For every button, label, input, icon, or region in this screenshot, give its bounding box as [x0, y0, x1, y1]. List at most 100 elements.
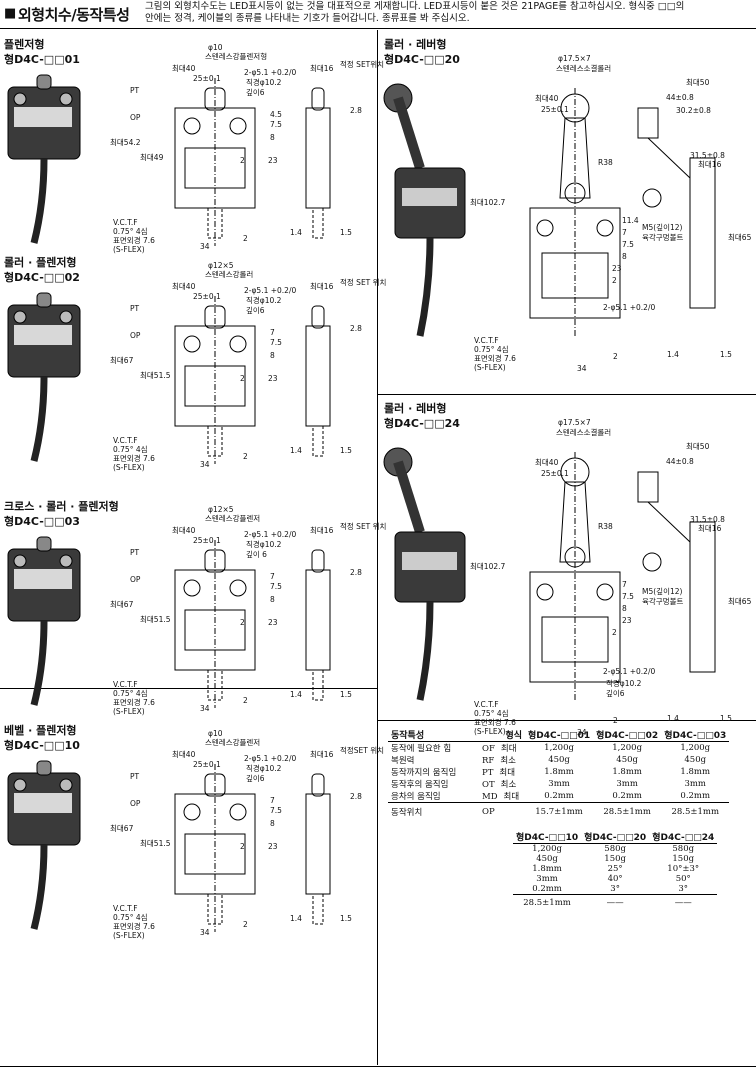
column-divider	[377, 30, 378, 1065]
side-view-drawing	[300, 276, 340, 466]
spec-model: 형D4C-□□03	[661, 728, 730, 742]
dim-d5: 23	[612, 264, 622, 273]
spec-value: 3mm	[548, 779, 570, 789]
switch-photo	[380, 78, 475, 338]
spec-row-label: 동작에 필요한 힘	[391, 744, 452, 754]
spec-code: OT	[482, 780, 495, 790]
spec-value: 28.5±1mm	[661, 802, 730, 818]
side-view-drawing	[630, 452, 730, 702]
dim-hole: 2-φ5.1 +0.2/0	[603, 303, 656, 312]
dim-bottom: 34	[577, 364, 587, 373]
dim-cable: V.C.T.F	[113, 680, 138, 689]
dim-roller-desc: 스텐레스강플렌저	[205, 514, 261, 523]
dim-d5: 2	[612, 628, 617, 637]
dim-d2: 7.5	[270, 338, 282, 347]
dim-pitch: 25±0.1	[193, 292, 221, 301]
dim-hole2: 직경φ10.2	[606, 679, 642, 688]
section-model: 형D4C-□□20	[384, 53, 460, 66]
section-name: 롤러 · 플렌저형	[4, 256, 77, 269]
dim-m5b: 육각구멍볼트	[642, 597, 684, 606]
dim-roller: φ12×5	[208, 505, 234, 514]
dim-width: 최대40	[535, 94, 559, 103]
spec-model: 형D4C-□□01	[525, 728, 594, 742]
spec-value: 3°	[678, 884, 689, 894]
dim-d5: 2	[240, 842, 245, 851]
dim-pitch: 25±0.1	[541, 105, 569, 114]
dim-hole: 2-φ5.1 +0.2/0	[244, 530, 297, 539]
dim-d2: 7.5	[622, 592, 634, 601]
spec-value: 580g	[604, 844, 626, 854]
spec-value: 28.5±1mm	[513, 894, 582, 908]
dim-side: 최대16	[698, 160, 722, 169]
section-model: 형D4C-□□10	[4, 739, 80, 752]
spec-value: 1,200g	[612, 743, 643, 753]
dim-b3: 2	[243, 452, 248, 461]
right-section-rule	[377, 394, 756, 395]
dim-width: 최대40	[172, 64, 196, 73]
footer-rule	[0, 1066, 756, 1067]
dim-b2: 1.5	[720, 350, 732, 359]
dim-d4: 23	[268, 618, 278, 627]
dim-b2: 1.5	[340, 446, 352, 455]
dim-cable4: (S-FLEX)	[113, 463, 145, 472]
switch-photo	[4, 759, 84, 934]
spec-limit: 최대	[499, 768, 516, 778]
spec-value: 450g	[536, 854, 558, 864]
dim-b3: 2	[243, 920, 248, 929]
header-note-line2: 안에는 정격, 케이블의 종류를 나타내는 기호가 들어갑니다. 종류표를 봐 …	[145, 13, 470, 24]
dim-depth: 깊이6	[246, 88, 265, 97]
dim-hole: 2-φ5.1 +0.2/0	[603, 667, 656, 676]
spec-value: 0.2mm	[544, 791, 574, 801]
section-model: 형D4C-□□03	[4, 515, 80, 528]
spec-value: 1.8mm	[532, 864, 562, 874]
dim-bottom: 34	[200, 242, 210, 251]
dim-cable3: 표면외경 7.6	[113, 236, 155, 245]
dim-depth: 깊이6	[246, 774, 265, 783]
header-rule	[0, 28, 756, 29]
dim-cable3: 표면외경 7.6	[474, 354, 516, 363]
dim-depth: 깊이 6	[246, 550, 267, 559]
dim-cable2: 0.75° 4심	[113, 227, 148, 236]
dim-body: 최대51.5	[140, 839, 171, 848]
dim-width: 최대40	[172, 526, 196, 535]
spec-limit: 최대	[500, 744, 517, 754]
spec-code: OF	[482, 744, 495, 754]
dim-d1: 7	[270, 796, 275, 805]
dim-cable4: (S-FLEX)	[113, 245, 145, 254]
dim-m5: M5(깊이12)	[642, 223, 683, 232]
spec-value: 450g	[616, 755, 638, 765]
dim-height: 최대102.7	[470, 198, 506, 207]
dim-d1: 11.4	[622, 216, 639, 225]
spec-value: 3mm	[536, 874, 558, 884]
dim-d4: 23	[268, 842, 278, 851]
spec-value: 450g	[684, 755, 707, 765]
dim-d3: 8	[270, 351, 275, 360]
spec-row-label: 동작위치	[388, 802, 479, 818]
spec-value: 150g	[672, 854, 695, 864]
dim-op: OP	[130, 331, 141, 340]
dim-cable3: 표면외경 7.6	[113, 454, 155, 463]
dim-b3: 2	[613, 352, 618, 361]
dim-bottom: 34	[200, 704, 210, 713]
dim-body: 최대51.5	[140, 371, 171, 380]
dim-d2: 7.5	[270, 582, 282, 591]
dim-d3: 8	[270, 133, 275, 142]
dim-d3: 8	[622, 604, 627, 613]
dim-d3: 8	[270, 595, 275, 604]
dim-cable: V.C.T.F	[474, 700, 499, 709]
dim-d1: 4.5	[270, 110, 282, 119]
spec-value: 450g	[548, 755, 570, 765]
dim-d6: 2.8	[350, 792, 362, 801]
dim-b1: 1.4	[667, 350, 679, 359]
dim-cable2: 0.75° 4심	[474, 345, 509, 354]
dim-side: 최대16	[310, 750, 334, 759]
spec-value: 0.2mm	[680, 791, 711, 801]
dim-pitch: 25±0.1	[541, 469, 569, 478]
